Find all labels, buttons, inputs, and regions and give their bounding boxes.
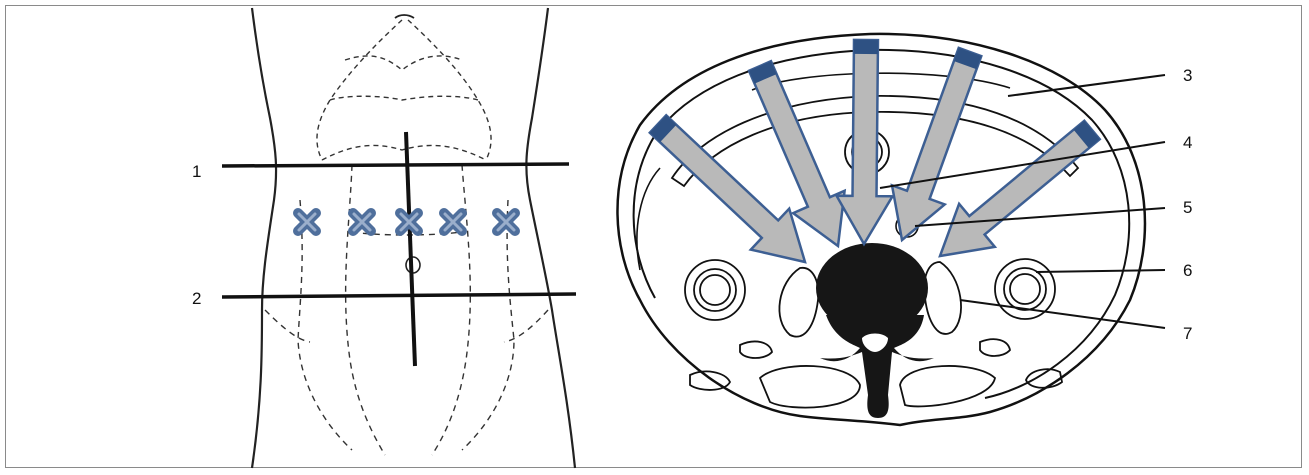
injection-marker <box>444 213 462 231</box>
level-line-2 <box>222 294 576 297</box>
vertical-midline <box>406 132 415 366</box>
costal-margin <box>317 20 491 160</box>
callout-label-7: 7 <box>1183 324 1192 343</box>
level-line-1 <box>222 164 569 166</box>
level-label-2: 2 <box>192 289 201 308</box>
injection-marker <box>353 213 371 231</box>
peritoneum <box>637 168 660 270</box>
callout-label-6: 6 <box>1183 261 1192 280</box>
callout-label-3: 3 <box>1183 66 1192 85</box>
kidney-right <box>995 259 1055 319</box>
psoas-right <box>924 262 961 334</box>
torso-outline-right <box>526 8 575 468</box>
anterior-abdomen-panel: 1 2 <box>192 8 576 468</box>
injection-markers <box>298 213 515 231</box>
arrow-cap <box>854 40 878 54</box>
injection-marker <box>400 213 418 231</box>
level-label-1: 1 <box>192 162 201 181</box>
kidney-left <box>685 260 745 320</box>
rectus-sheath-lines <box>265 165 548 455</box>
cross-section-panel: 3 4 5 6 7 <box>617 34 1192 425</box>
neck-outline <box>395 15 414 18</box>
block-arrow <box>892 48 981 240</box>
torso-outline-left <box>252 8 276 468</box>
block-arrow <box>837 40 893 244</box>
psoas-left <box>779 268 818 337</box>
injection-marker <box>298 213 316 231</box>
callout-label-5: 5 <box>1183 198 1192 217</box>
arrow-group <box>650 40 1100 262</box>
block-arrow <box>940 121 1100 256</box>
injection-marker <box>497 213 515 231</box>
callout-label-4: 4 <box>1183 133 1192 152</box>
vertebral-arch <box>820 315 934 418</box>
